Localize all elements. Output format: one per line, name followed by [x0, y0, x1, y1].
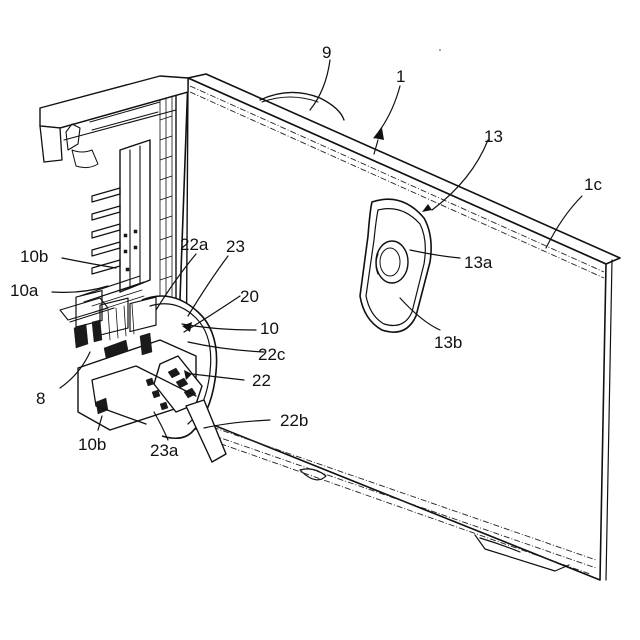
label-22: 22: [252, 371, 271, 390]
label-10: 10: [260, 319, 279, 338]
label-23a: 23a: [150, 441, 179, 460]
speck: [439, 49, 441, 51]
label-13b: 13b: [434, 333, 462, 352]
label-22c: 22c: [258, 345, 286, 364]
label-22b: 22b: [280, 411, 308, 430]
label-22a: 22a: [180, 235, 209, 254]
label-10a: 10a: [10, 281, 39, 300]
label-1: 1: [396, 67, 405, 86]
label-13a: 13a: [464, 253, 493, 272]
label-10b-top: 10b: [20, 247, 48, 266]
label-8: 8: [36, 389, 45, 408]
label-9: 9: [322, 43, 331, 62]
label-13: 13: [484, 127, 503, 146]
label-1c: 1c: [584, 175, 602, 194]
label-20: 20: [240, 287, 259, 306]
label-10b-bottom: 10b: [78, 435, 106, 454]
internal-frame: [40, 76, 188, 300]
label-23: 23: [226, 237, 245, 256]
